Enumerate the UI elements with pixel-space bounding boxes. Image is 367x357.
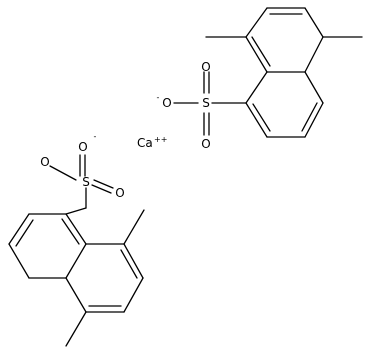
calcium-symbol: Ca	[137, 136, 153, 150]
lower-negative-charge: -	[94, 132, 97, 141]
lower-sulfur: S	[82, 175, 90, 189]
lower-oxygen-left: O	[40, 155, 49, 169]
upper-sulfur: S	[202, 96, 210, 110]
upper-oxygen-top: O	[201, 60, 210, 74]
upper-sulfonate-group: O S O O -	[157, 60, 211, 151]
upper-naphthalene-ring	[205, 7, 363, 138]
calcium-ion: Ca ++	[137, 135, 167, 150]
upper-negative-charge: -	[157, 93, 160, 102]
lower-oxygen-top: O	[78, 140, 87, 154]
lower-naphthalene-ring	[8, 207, 145, 347]
lower-oxygen-right: O	[115, 186, 124, 200]
upper-oxygen-bottom: O	[201, 137, 210, 151]
lower-sulfonate-group: O - S O O	[40, 132, 125, 209]
calcium-charge: ++	[154, 135, 167, 144]
upper-oxygen-anion: O	[162, 96, 171, 110]
